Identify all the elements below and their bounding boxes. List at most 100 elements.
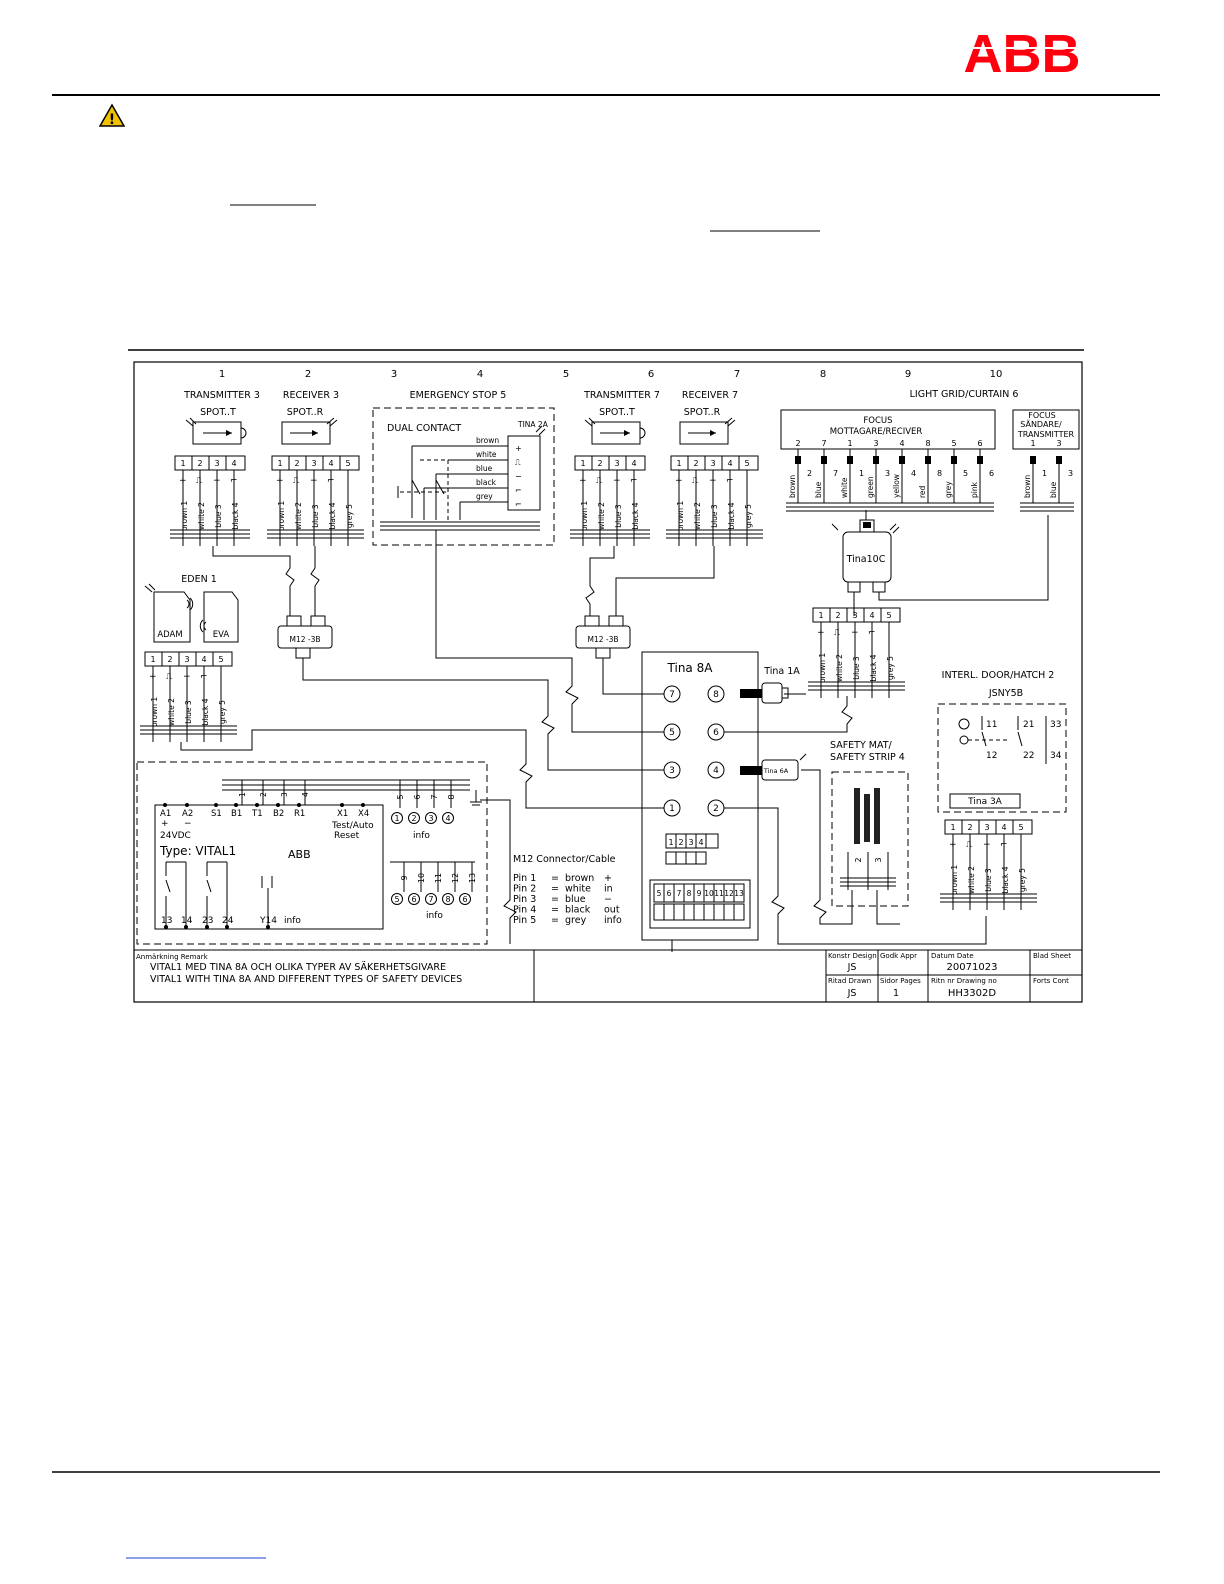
svg-text:10: 10 [990,369,1003,380]
wire-color: brown 1 [580,501,589,532]
pin-number: 1 [277,459,282,468]
svg-text:⎍: ⎍ [515,458,521,467]
svg-text:13: 13 [734,889,744,898]
wire-color: blue 3 [214,504,223,528]
svg-text:JS: JS [847,988,857,999]
svg-text:1: 1 [668,838,673,847]
svg-text:1: 1 [1042,469,1047,478]
cable-block: 1+brown 12⎍white 23−blue 34⌐black 45grey… [940,819,1037,910]
wire-color: white 2 [693,502,702,530]
wire-color: black 4 [328,502,337,529]
interlock-2: INTERL. DOOR/HATCH 2 JSNY5B 11 21 33 12 … [937,670,1067,813]
svg-text:10: 10 [417,873,426,883]
svg-text:+: + [604,873,612,884]
svg-text:8: 8 [925,439,930,448]
svg-text:Sidor Pages: Sidor Pages [880,977,921,985]
svg-text:24: 24 [222,916,234,926]
svg-text:11: 11 [986,720,997,730]
svg-text:X1: X1 [337,809,348,819]
svg-text:+: + [515,444,522,453]
svg-text:blue: blue [814,481,823,498]
svg-text:=: = [551,915,559,926]
wire-color: grey 5 [345,504,354,528]
svg-text:out: out [604,905,620,916]
emergency-stop-5: EMERGENCY STOP 5 DUAL CONTACT TINA 2A br… [372,390,555,546]
wire-color: brown 1 [277,501,286,532]
svg-text:20071023: 20071023 [947,962,998,973]
pin-number: 1 [580,459,585,468]
pin-number: 3 [311,459,316,468]
abb-logo: ABB [960,24,1084,84]
svg-text:4: 4 [698,838,703,847]
pin-number: 1 [180,459,185,468]
pin-number: 1 [676,459,681,468]
wire-color: brown 1 [180,501,189,532]
svg-text:ADAM: ADAM [157,630,182,640]
svg-text:TRANSMITTER 7: TRANSMITTER 7 [583,390,660,401]
tina-6a: Tina 6A [740,753,807,781]
svg-text:13: 13 [468,873,477,883]
svg-text:6: 6 [713,728,719,738]
pin-number: 2 [597,459,602,468]
svg-text:12: 12 [724,889,734,898]
svg-text:3: 3 [873,439,878,448]
svg-text:14: 14 [181,916,193,926]
pin-number: 5 [886,611,891,620]
pin-number: 2 [967,823,972,832]
svg-text:INTERL. DOOR/HATCH 2: INTERL. DOOR/HATCH 2 [942,670,1055,681]
svg-text:=: = [551,905,559,916]
svg-text:white: white [565,884,591,895]
wire-color: white 2 [294,502,303,530]
svg-text:9: 9 [697,889,702,898]
pin-number: 4 [328,459,333,468]
wire-color: grey 5 [886,656,895,680]
wire-color: white 2 [167,698,176,726]
svg-text:=: = [551,873,559,884]
svg-text:blue: blue [476,464,493,473]
wire-color: brown 1 [950,865,959,896]
svg-text:⌐: ⌐ [515,500,522,509]
svg-text:12: 12 [451,873,460,883]
svg-text:Y14: Y14 [259,916,277,926]
svg-text:ABB: ABB [964,24,1081,84]
svg-text:2: 2 [411,814,416,823]
svg-text:Pin 1: Pin 1 [513,873,536,884]
pin-number: 2 [197,459,202,468]
svg-text:Pin 5: Pin 5 [513,915,536,926]
pin-number: 3 [214,459,219,468]
svg-text:black: black [565,905,591,916]
pin-number: 5 [345,459,350,468]
svg-text:SPOT..T: SPOT..T [599,407,635,418]
svg-text:Type: VITAL1: Type: VITAL1 [159,844,236,858]
svg-text:1: 1 [859,469,864,478]
svg-text:brown: brown [565,873,594,884]
svg-text:4: 4 [445,814,450,823]
pin-number: 5 [1018,823,1023,832]
wire-color: blue 3 [984,868,993,892]
wire-color: blue 3 [311,504,320,528]
svg-text:A1: A1 [160,809,171,819]
svg-text:Tina 8A: Tina 8A [667,661,714,675]
pin-number: 1 [950,823,955,832]
wire-color: blue 3 [852,656,861,680]
pin-number: 5 [218,655,223,664]
svg-text:Pin 3: Pin 3 [513,894,536,905]
pin-number: 2 [167,655,172,664]
svg-text:M12 -3B: M12 -3B [289,635,320,644]
pin-number: 4 [201,655,206,664]
svg-text:3: 3 [1056,439,1061,448]
svg-text:FOCUS: FOCUS [1028,411,1055,420]
wire-color: black 4 [869,654,878,681]
svg-text:S1: S1 [211,809,222,819]
svg-text:brown: brown [788,475,797,498]
svg-text:3: 3 [280,792,289,797]
svg-text:3: 3 [885,469,890,478]
svg-text:Godk Appr: Godk Appr [880,952,917,960]
svg-text:−: − [604,894,612,905]
wire-color: brown 1 [676,501,685,532]
svg-text:22: 22 [1023,751,1034,761]
wire-color: white 2 [835,654,844,682]
svg-text:VITAL1 MED TINA 8A OCH OLIKA T: VITAL1 MED TINA 8A OCH OLIKA TYPER AV SÄ… [150,962,446,973]
svg-text:4: 4 [477,369,483,380]
